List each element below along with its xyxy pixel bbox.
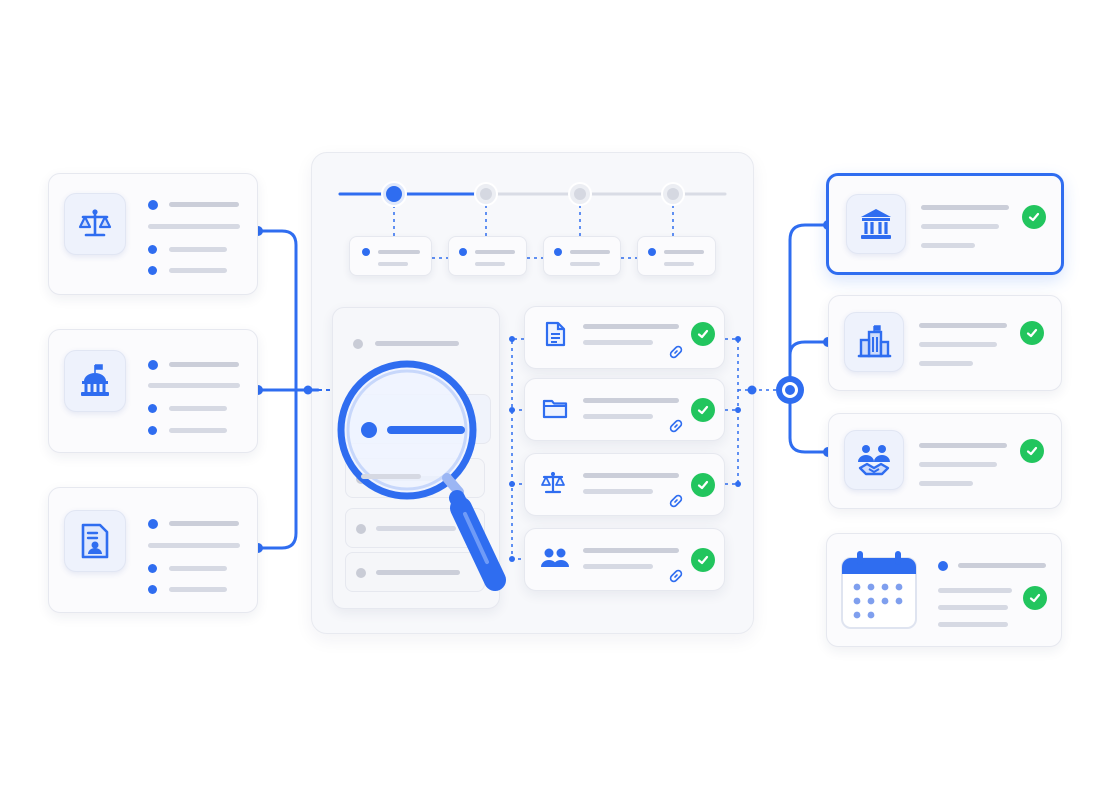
timeline-card-2[interactable] xyxy=(448,236,527,276)
verified-check-icon xyxy=(1020,321,1044,345)
verified-check-icon xyxy=(691,398,715,422)
timeline-card-1[interactable] xyxy=(349,236,432,276)
list-row[interactable] xyxy=(345,552,485,592)
calendar-icon xyxy=(841,551,917,629)
source-tile xyxy=(64,193,126,255)
result-tile xyxy=(844,430,904,490)
result-card-bank[interactable] xyxy=(826,173,1064,275)
link-icon[interactable] xyxy=(668,418,684,434)
source-card-government[interactable] xyxy=(48,329,258,453)
timeline-card-4[interactable] xyxy=(637,236,716,276)
office-building-icon xyxy=(857,325,892,358)
magnifier-icon xyxy=(337,360,506,591)
people-icon xyxy=(541,548,569,567)
center-item-scales[interactable] xyxy=(524,453,725,516)
center-item-folder[interactable] xyxy=(524,378,725,441)
result-card-partners[interactable] xyxy=(828,413,1062,509)
verified-check-icon xyxy=(691,473,715,497)
center-item-people[interactable] xyxy=(524,528,725,591)
link-icon[interactable] xyxy=(668,344,684,360)
link-icon[interactable] xyxy=(668,493,684,509)
courthouse-icon xyxy=(81,364,109,396)
verified-check-icon xyxy=(691,322,715,346)
source-card-identity[interactable] xyxy=(48,487,258,613)
timeline-card-3[interactable] xyxy=(543,236,621,276)
scales-icon xyxy=(78,209,112,237)
link-icon[interactable] xyxy=(668,568,684,584)
result-tile xyxy=(846,194,906,254)
handshake-group-icon xyxy=(858,445,890,476)
result-tile xyxy=(844,312,904,372)
verified-check-icon xyxy=(691,548,715,572)
scales-icon xyxy=(541,471,565,494)
source-card-legal[interactable] xyxy=(48,173,258,295)
result-card-office[interactable] xyxy=(828,295,1062,391)
verified-check-icon xyxy=(1022,205,1046,229)
verified-check-icon xyxy=(1020,439,1044,463)
source-tile xyxy=(64,510,126,572)
source-tile xyxy=(64,350,126,412)
center-item-document[interactable] xyxy=(524,306,725,369)
result-card-calendar[interactable] xyxy=(826,533,1062,647)
verified-check-icon xyxy=(1023,586,1047,610)
bank-icon xyxy=(861,209,891,239)
folder-icon xyxy=(542,399,568,419)
document-icon xyxy=(545,321,566,347)
id-document-icon xyxy=(81,523,109,559)
